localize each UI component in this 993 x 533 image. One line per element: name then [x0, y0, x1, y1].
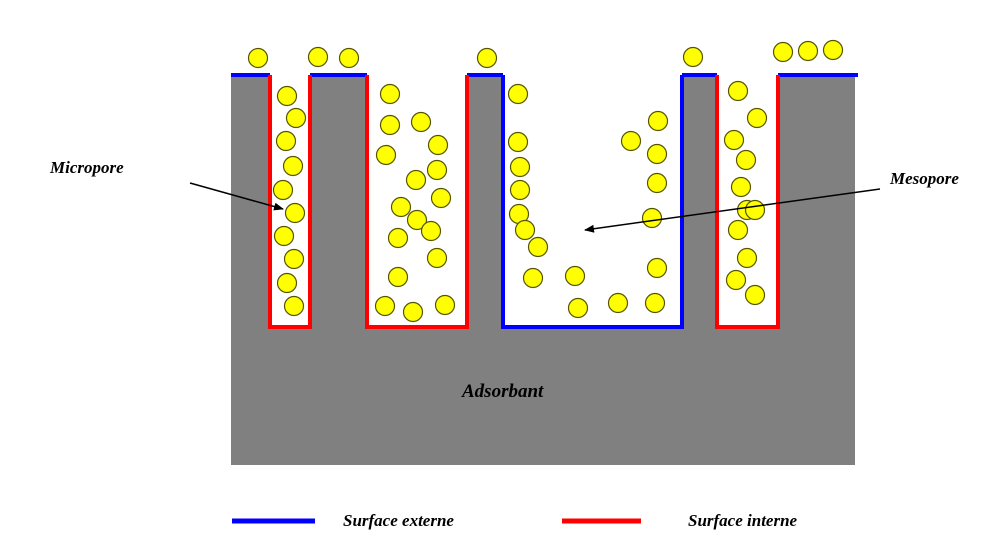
molecule — [273, 225, 295, 247]
molecule — [379, 83, 401, 105]
molecule — [284, 202, 306, 224]
molecule — [410, 111, 432, 133]
molecule — [507, 131, 529, 153]
molecule — [420, 220, 442, 242]
molecule — [746, 107, 768, 129]
molecule — [822, 39, 844, 61]
molecule — [646, 143, 668, 165]
molecule — [564, 265, 586, 287]
molecule — [426, 159, 448, 181]
adsorbent-substrate — [231, 75, 855, 465]
mesopore-label: Mesopore — [889, 169, 959, 188]
molecule — [375, 144, 397, 166]
molecule — [744, 199, 766, 221]
molecule — [527, 236, 549, 258]
molecule — [507, 83, 529, 105]
molecule — [247, 47, 269, 69]
molecule — [285, 107, 307, 129]
molecule — [646, 172, 668, 194]
external-surface — [231, 73, 858, 329]
legend-internal-label: Surface interne — [688, 511, 798, 530]
molecule — [567, 297, 589, 319]
molecule — [374, 295, 396, 317]
molecule — [725, 269, 747, 291]
legend-external-label: Surface externe — [343, 511, 454, 530]
molecule — [282, 155, 304, 177]
molecule — [430, 187, 452, 209]
molecule — [723, 129, 745, 151]
molecule — [727, 80, 749, 102]
molecule — [476, 47, 498, 69]
molecule — [644, 292, 666, 314]
molecule — [379, 114, 401, 136]
molecule — [744, 284, 766, 306]
molecule — [522, 267, 544, 289]
molecule — [276, 85, 298, 107]
molecule — [727, 219, 749, 241]
mesopore-arrow — [584, 188, 881, 233]
molecule — [607, 292, 629, 314]
molecule — [405, 169, 427, 191]
legend: Surface externe Surface interne — [232, 511, 798, 530]
molecule — [647, 110, 669, 132]
molecule — [797, 40, 819, 62]
molecule — [283, 248, 305, 270]
molecule — [772, 41, 794, 63]
molecule — [434, 294, 456, 316]
molecule — [682, 46, 704, 68]
molecule — [620, 130, 642, 152]
molecule — [272, 179, 294, 201]
molecule — [283, 295, 305, 317]
adsorbed-molecules — [247, 39, 844, 323]
micropore-arrow — [189, 182, 284, 211]
molecule — [276, 272, 298, 294]
molecule — [735, 149, 757, 171]
molecule — [736, 247, 758, 269]
molecule — [514, 219, 536, 241]
molecule — [406, 209, 428, 231]
molecule — [509, 179, 531, 201]
micropore-label: Micropore — [49, 158, 124, 177]
molecule — [275, 130, 297, 152]
molecule — [390, 196, 412, 218]
molecule — [427, 134, 449, 156]
molecule — [387, 266, 409, 288]
molecule — [307, 46, 329, 68]
molecule — [402, 301, 424, 323]
molecule — [509, 156, 531, 178]
molecule — [646, 257, 668, 279]
molecule — [387, 227, 409, 249]
molecule — [641, 207, 663, 229]
molecule — [338, 47, 360, 69]
molecule — [426, 247, 448, 269]
adsorbant-label: Adsorbant — [461, 381, 544, 402]
molecule — [730, 176, 752, 198]
internal-surface — [268, 75, 780, 329]
